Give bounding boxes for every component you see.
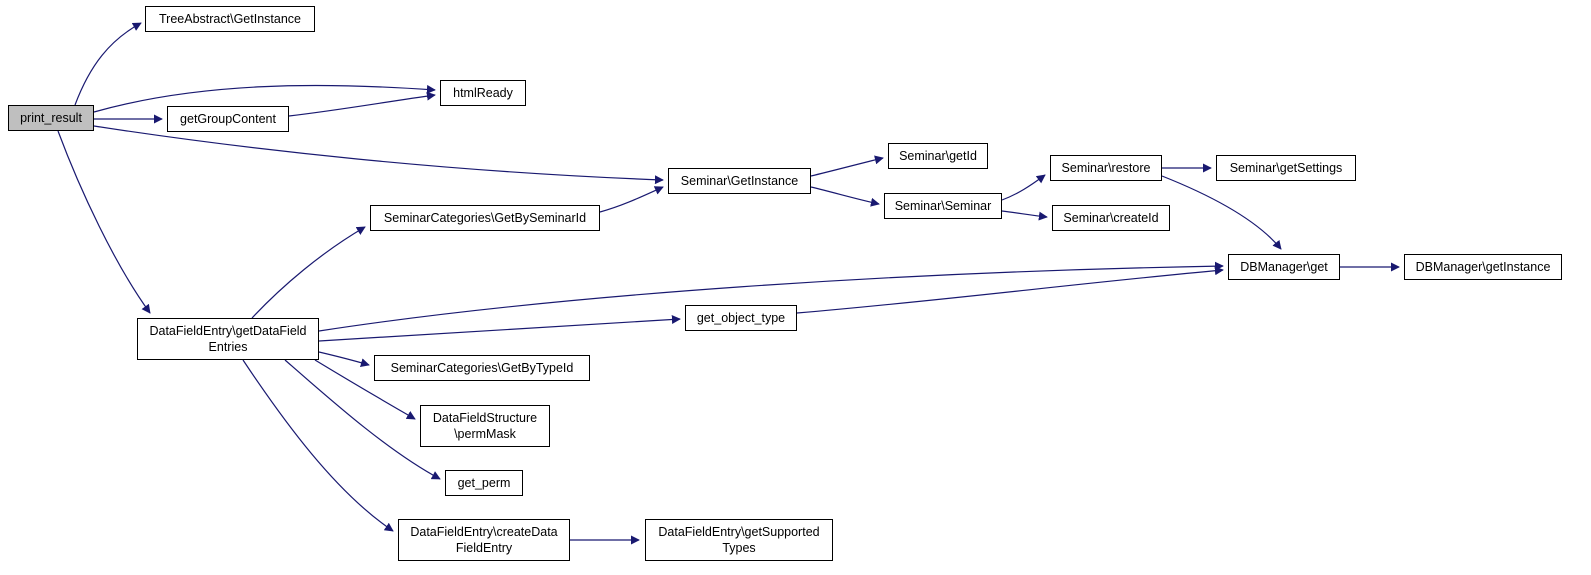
graph-node-label: SeminarCategories\GetBySeminarId: [383, 210, 587, 225]
edge-datafieldentry-getdatafieldentries-to-datafieldentry-createdatafieldentry: [242, 359, 394, 532]
edge-datafieldentry-getdatafieldentries-to-get-object-type: [318, 314, 681, 342]
graph-node-getgroupcontent[interactable]: getGroupContent: [167, 106, 289, 132]
edges-group: [57, 22, 1400, 545]
edge-print-result-to-datafieldentry-getdatafieldentries: [57, 130, 151, 314]
graph-node-seminar-getsettings[interactable]: Seminar\getSettings: [1216, 155, 1356, 181]
graph-node-label: Seminar\getId: [899, 148, 977, 163]
graph-node-treeabstract-getinstance[interactable]: TreeAbstract\GetInstance: [145, 6, 315, 32]
graph-node-seminarcategories-getbyseminarid[interactable]: SeminarCategories\GetBySeminarId: [370, 205, 600, 231]
graph-node-htmlready[interactable]: htmlReady: [440, 80, 526, 106]
graph-node-label: htmlReady: [453, 85, 513, 100]
graph-node-get-object-type[interactable]: get_object_type: [685, 305, 797, 331]
graph-node-seminar-seminar[interactable]: Seminar\Seminar: [884, 193, 1002, 219]
graph-node-print-result: print_result: [8, 105, 94, 131]
edge-print-result-to-treeabstract-getinstance: [74, 22, 142, 106]
graph-node-label: DataFieldStructure: [432, 410, 538, 425]
edge-datafieldentry-getdatafieldentries-to-seminarcategories-getbytypeid: [318, 351, 370, 368]
graph-node-dbmanager-get[interactable]: DBManager\get: [1228, 254, 1340, 280]
edge-seminar-seminar-to-seminar-restore: [1001, 174, 1046, 201]
graph-node-label: FieldEntry: [455, 541, 513, 555]
edge-get-object-type-to-dbmanager-get: [796, 266, 1224, 314]
graph-node-label: get_object_type: [696, 310, 786, 325]
graph-node-label: DBManager\getInstance: [1415, 259, 1551, 274]
graph-node-label: Seminar\restore: [1061, 160, 1151, 175]
graph-node-label: print_result: [20, 110, 82, 125]
graph-node-label: DataFieldEntry\getSupported: [658, 524, 820, 539]
graph-node-label: TreeAbstract\GetInstance: [159, 11, 301, 26]
graph-node-label: Entries: [208, 340, 248, 354]
graph-node-label: Seminar\Seminar: [894, 198, 992, 213]
graph-node-label: Seminar\GetInstance: [680, 173, 799, 188]
edge-seminar-getinstance-to-seminar-getid: [810, 155, 884, 177]
graph-node-datafieldstructure-permmask[interactable]: DataFieldStructure \permMask: [420, 405, 550, 447]
graph-node-label: Types: [722, 541, 756, 555]
edge-seminar-restore-to-dbmanager-get: [1161, 175, 1282, 250]
edge-getgroupcontent-to-htmlready: [288, 91, 436, 117]
graph-node-label: get_perm: [457, 475, 511, 490]
graph-node-get-perm[interactable]: get_perm: [445, 470, 523, 496]
edge-print-result-to-seminar-getinstance: [93, 125, 664, 185]
edge-seminar-getinstance-to-seminar-seminar: [810, 186, 880, 207]
graph-node-label: SeminarCategories\GetByTypeId: [390, 360, 574, 375]
graph-node-dbmanager-getinstance[interactable]: DBManager\getInstance: [1404, 254, 1562, 280]
graph-node-label: \permMask: [454, 427, 516, 441]
graph-node-seminar-getid[interactable]: Seminar\getId: [888, 143, 988, 169]
graph-node-label: getGroupContent: [180, 111, 276, 126]
graph-node-label: DBManager\get: [1240, 259, 1328, 274]
edge-seminarcategories-getbyseminarid-to-seminar-getinstance: [599, 186, 664, 213]
graph-node-label: Seminar\getSettings: [1229, 160, 1343, 175]
graph-node-label: Seminar\createId: [1063, 210, 1159, 225]
graph-node-label: DataFieldEntry\createData: [410, 524, 558, 539]
graph-node-seminar-getinstance[interactable]: Seminar\GetInstance: [668, 168, 811, 194]
graph-node-seminar-createid[interactable]: Seminar\createId: [1052, 205, 1170, 231]
graph-node-seminar-restore[interactable]: Seminar\restore: [1050, 155, 1162, 181]
edge-datafieldentry-getdatafieldentries-to-seminarcategories-getbyseminarid: [251, 226, 366, 319]
edge-seminar-seminar-to-seminar-createid: [1001, 210, 1048, 221]
graph-node-label: DataFieldEntry\getDataField: [149, 323, 307, 338]
graph-node-seminarcategories-getbytypeid[interactable]: SeminarCategories\GetByTypeId: [374, 355, 590, 381]
